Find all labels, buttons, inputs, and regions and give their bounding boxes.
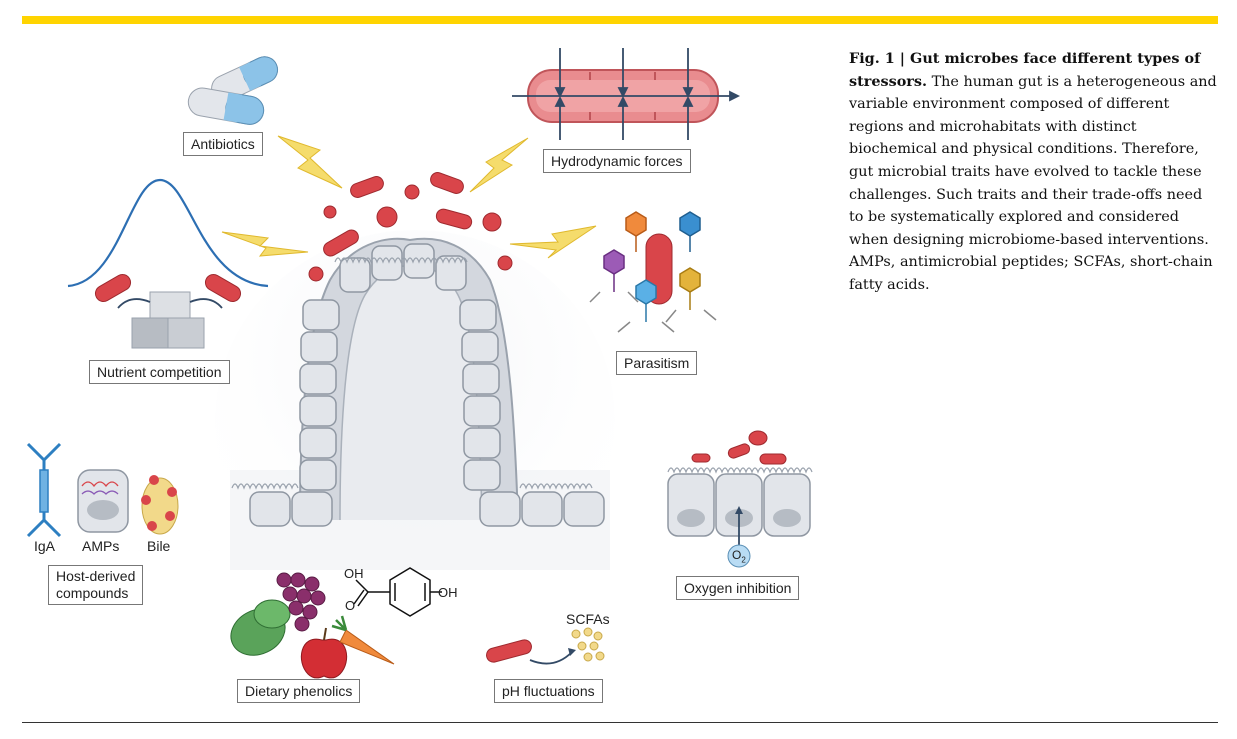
figure-illustration — [26, 48, 813, 679]
oxygen-cells — [667, 430, 813, 568]
phage-icon — [589, 211, 717, 333]
label-oh-top: OH — [344, 566, 364, 581]
accent-bar — [22, 16, 1218, 24]
gaussian-curve-icon — [67, 178, 269, 288]
grapes-icon — [276, 572, 326, 632]
label-parasitism: Parasitism — [616, 351, 698, 375]
label-host-derived-compounds: Host-derived compounds — [48, 565, 144, 605]
label-dietary-phenolics: Dietary phenolics — [237, 679, 361, 703]
label-nutrient-competition: Nutrient competition — [89, 360, 230, 384]
bacteria-cluster — [308, 172, 513, 282]
label-scfas: SCFAs — [566, 611, 610, 627]
host-derived-line1: Host-derived — [56, 568, 136, 584]
caption-body: The human gut is a heterogeneous and var… — [849, 73, 1217, 293]
figure-caption: Fig. 1 | Gut microbes face different typ… — [849, 48, 1217, 297]
pill-icon — [187, 56, 279, 125]
lightning-icon — [221, 135, 597, 259]
label-o2: O2 — [732, 548, 746, 565]
bacterium-icon — [94, 274, 242, 302]
apple-icon — [300, 627, 348, 679]
label-iga: IgA — [34, 538, 56, 554]
bile-droplet-icon — [141, 475, 179, 535]
bacterium-icon — [486, 639, 532, 663]
molecule-icon — [353, 567, 442, 617]
spinach-icon — [230, 599, 291, 656]
label-oh-right: OH — [438, 585, 458, 600]
villus — [231, 237, 605, 527]
scfa-dots — [571, 627, 605, 662]
carrot-icon — [331, 615, 395, 665]
sugar-cube-icon — [131, 291, 205, 349]
caption-title: Fig. 1 | Gut microbes face different typ… — [849, 50, 1201, 90]
host-derived-line2: compounds — [56, 585, 129, 601]
cell-icon — [77, 469, 129, 533]
label-bile: Bile — [147, 538, 171, 554]
label-antibiotics: Antibiotics — [183, 132, 263, 156]
label-o-atom: O — [345, 598, 356, 613]
label-ph-fluctuations: pH fluctuations — [494, 679, 603, 703]
antibody-icon — [26, 442, 62, 538]
bottom-rule — [22, 722, 1218, 723]
label-amps: AMPs — [82, 538, 120, 554]
label-oxygen-inhibition: Oxygen inhibition — [676, 576, 800, 600]
label-hydrodynamic-forces: Hydrodynamic forces — [543, 149, 691, 173]
hydrodynamic-tube — [512, 48, 741, 140]
